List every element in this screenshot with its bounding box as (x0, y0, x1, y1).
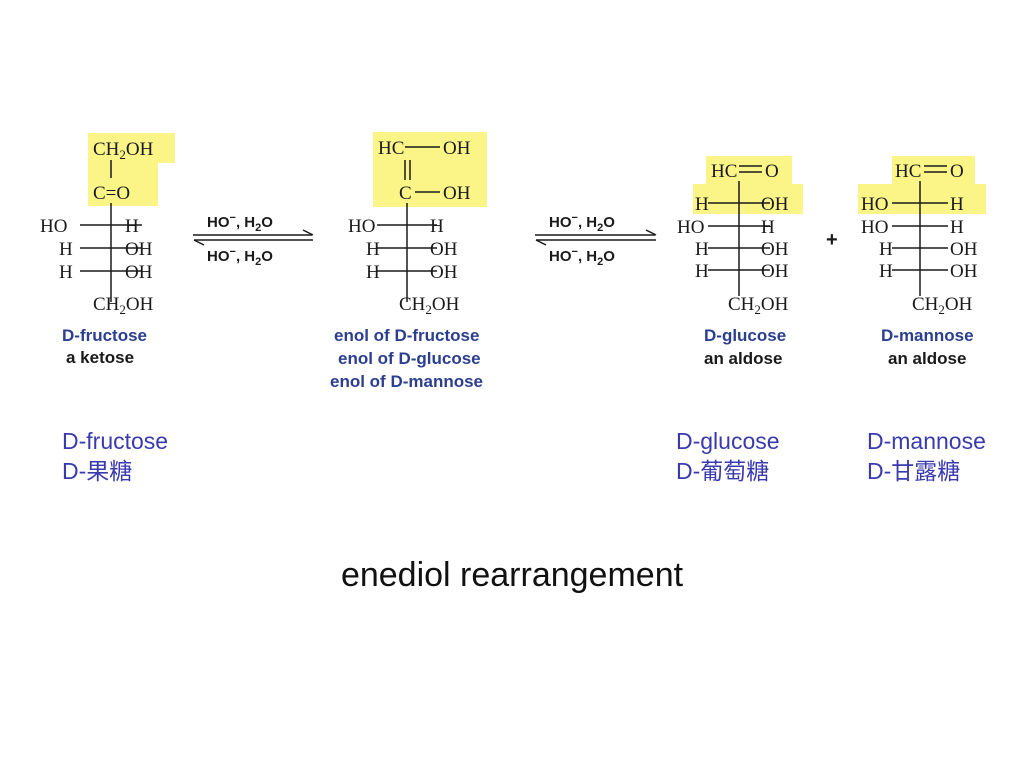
mannose-c5-left: H (879, 261, 893, 282)
glucose-c4-right: OH (761, 239, 789, 260)
glucose-c2-left: H (695, 194, 709, 215)
equilibrium-arrow-2: HO−, H2O HO−, H2O (535, 212, 657, 268)
fructose-carbonyl: C=O (93, 183, 130, 204)
note-glucose-en: D-glucose (676, 428, 780, 454)
fructose-c3-right: H (125, 216, 139, 237)
arrow-2-forward-condition: HO−, H2O (549, 212, 615, 234)
mannose-highlight (858, 156, 986, 214)
fructose-c4-left: H (59, 239, 73, 260)
arrow-1-reverse-condition: HO−, H2O (207, 246, 273, 268)
slide-title: enediol rearrangement (340, 556, 684, 594)
mannose-c2-right: H (950, 194, 964, 215)
plus-sign: + (826, 229, 838, 251)
fructose-structure: CH2OH C=O HO H H OH H OH CH2OH D-fructos… (40, 133, 175, 367)
fructose-highlight (88, 133, 175, 206)
svg-text:O: O (950, 161, 964, 182)
glucose-c4-left: H (695, 239, 709, 260)
glucose-c3-right: H (761, 217, 775, 238)
enol-caption-1: enol of D-fructose (334, 326, 479, 345)
fructose-bottom-group: CH2OH (93, 294, 154, 317)
enol-c5-right: OH (430, 262, 458, 283)
enol-c4-left: H (366, 239, 380, 260)
mannose-c3-left: HO (861, 217, 888, 238)
glucose-structure: HC O H OH HO H H OH H OH CH2OH D-glucose… (677, 156, 803, 368)
enol-caption-3: enol of D-mannose (330, 372, 483, 391)
glucose-highlight (693, 156, 803, 214)
mannose-bottom-group: CH2OH (912, 294, 973, 317)
glucose-caption-type: an aldose (704, 349, 782, 368)
reaction-diagram: CH2OH C=O HO H H OH H OH CH2OH D-fructos… (40, 132, 986, 391)
note-mannose-zh: D-甘露糖 (867, 458, 961, 484)
enol-caption-2: enol of D-glucose (338, 349, 481, 368)
fructose-c5-right: OH (125, 262, 153, 283)
glucose-c5-right: OH (761, 261, 789, 282)
enol-c5-left: H (366, 262, 380, 283)
glucose-c3-left: HO (677, 217, 704, 238)
equilibrium-arrow-1: HO−, H2O HO−, H2O (193, 212, 314, 268)
fructose-caption-name: D-fructose (62, 326, 147, 345)
note-glucose-zh: D-葡萄糖 (676, 458, 770, 484)
enol-top-group: HC (378, 138, 404, 159)
mannose-c4-left: H (879, 239, 893, 260)
mannose-c2-left: HO (861, 194, 888, 215)
svg-text:O: O (765, 161, 779, 182)
glucose-c5-left: H (695, 261, 709, 282)
fructose-top-group: CH2OH (93, 139, 154, 162)
mannose-caption-name: D-mannose (881, 326, 974, 345)
mannose-top-group: HC (895, 161, 921, 182)
mannose-c3-right: H (950, 217, 964, 238)
glucose-caption-name: D-glucose (704, 326, 786, 345)
note-fructose-zh: D-果糖 (62, 458, 133, 484)
enol-c4-right: OH (430, 239, 458, 260)
note-fructose: D-fructose D-果糖 (62, 426, 168, 486)
fructose-c3-left: HO (40, 216, 67, 237)
enol-c2-group: C (399, 183, 412, 204)
glucose-top-group: HC (711, 161, 737, 182)
mannose-c5-right: OH (950, 261, 978, 282)
note-glucose: D-glucose D-葡萄糖 (676, 426, 780, 486)
arrow-1-forward-condition: HO−, H2O (207, 212, 273, 234)
svg-text:OH: OH (443, 183, 471, 204)
note-fructose-en: D-fructose (62, 428, 169, 454)
mannose-structure: HC O HO H HO H H OH H OH CH2OH D-mannose… (858, 156, 986, 368)
note-mannose: D-mannose D-甘露糖 (867, 426, 986, 486)
glucose-c2-right: OH (761, 194, 789, 215)
svg-text:OH: OH (443, 138, 471, 159)
enol-structure: HC OH C OH HO H H OH H OH CH2OH enol of … (330, 132, 487, 391)
glucose-bottom-group: CH2OH (728, 294, 789, 317)
mannose-caption-type: an aldose (888, 349, 966, 368)
fructose-c5-left: H (59, 262, 73, 283)
mannose-c4-right: OH (950, 239, 978, 260)
enol-bottom-group: CH2OH (399, 294, 460, 317)
fructose-c4-right: OH (125, 239, 153, 260)
enol-c3-left: HO (348, 216, 375, 237)
enol-highlight (373, 132, 487, 207)
arrow-2-reverse-condition: HO−, H2O (549, 246, 615, 268)
fructose-caption-type: a ketose (66, 348, 134, 367)
enol-c3-right: H (430, 216, 444, 237)
note-mannose-en: D-mannose (867, 428, 986, 454)
